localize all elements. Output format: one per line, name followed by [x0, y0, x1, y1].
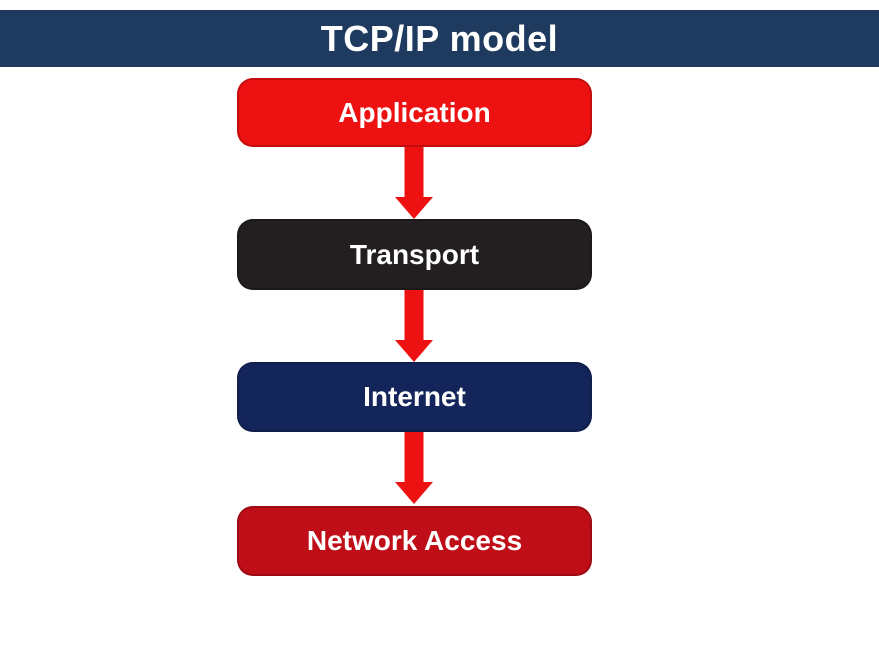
layer-internet-label: Internet [363, 381, 466, 412]
down-arrow-icon [394, 147, 434, 219]
layer-network-access-label: Network Access [306, 525, 523, 556]
down-arrow-icon [394, 290, 434, 362]
layer-transport-label: Transport [349, 238, 480, 270]
layer-application-label: Application [338, 96, 491, 128]
page-title: TCP/IP model [320, 17, 559, 59]
layer-transport: Transport [237, 219, 592, 290]
down-arrow-icon [394, 432, 434, 504]
layer-application: Application [237, 78, 592, 147]
layer-internet: Internet [237, 362, 592, 432]
layer-network-access: Network Access [237, 506, 592, 576]
title-bar: TCP/IP model [0, 10, 879, 67]
